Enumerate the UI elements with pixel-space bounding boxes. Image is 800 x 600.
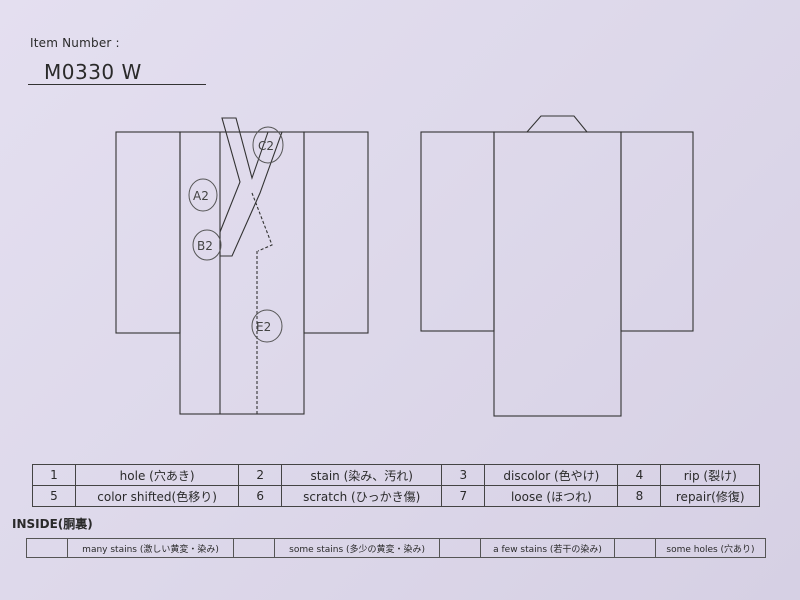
damage-legend-table: 1 hole (穴あき) 2 stain (染み、汚れ) 3 discolor … (32, 464, 760, 507)
back-collar (526, 115, 588, 133)
inside-condition-table: many stains (激しい黄変・染み) some stains (多少の黄… (26, 538, 767, 558)
legend-number: 5 (32, 485, 76, 507)
legend-label: color shifted(色移り) (74, 485, 240, 507)
mark-label-b2: B2 (197, 239, 213, 253)
legend-label: repair(修復) (660, 485, 760, 507)
legend-number: 4 (617, 464, 662, 486)
mark-label-e2: E2 (256, 320, 271, 334)
kimono-back (420, 115, 694, 417)
legend-label: discolor (色やけ) (484, 464, 619, 486)
item-number-underline (28, 84, 206, 85)
item-number-value: M0330 W (44, 60, 142, 84)
inside-row: many stains (激しい黄変・染み) some stains (多少の黄… (26, 538, 767, 558)
inside-label: some stains (多少の黄変・染み) (274, 538, 441, 558)
inside-checkbox[interactable] (26, 538, 68, 558)
inside-checkbox[interactable] (233, 538, 276, 558)
front-collar (219, 117, 283, 257)
front-right-sleeve (303, 131, 369, 334)
front-inner-collar (251, 192, 273, 252)
front-body (179, 131, 305, 415)
legend-label: scratch (ひっかき傷) (281, 485, 443, 507)
legend-number: 6 (238, 485, 283, 507)
legend-label: rip (裂け) (660, 464, 760, 486)
inside-label: a few stains (若干の染み) (480, 538, 615, 558)
legend-number: 8 (617, 485, 662, 507)
mark-label-c2: C2 (258, 139, 274, 153)
inside-checkbox[interactable] (439, 538, 482, 558)
mark-circle-c2 (252, 126, 284, 164)
item-number-label: Item Number : (30, 36, 120, 50)
back-body (493, 131, 622, 417)
legend-number: 1 (32, 464, 76, 486)
legend-number: 7 (441, 485, 486, 507)
inside-label: some holes (穴あり) (654, 538, 767, 558)
legend-number: 2 (238, 464, 283, 486)
legend-label: loose (ほつれ) (484, 485, 619, 507)
legend-row: 5 color shifted(色移り) 6 scratch (ひっかき傷) 7… (32, 485, 760, 507)
inside-section-title: INSIDE(胴裏) (12, 517, 93, 531)
mark-label-a2: A2 (193, 189, 209, 203)
legend-label: hole (穴あき) (74, 464, 240, 486)
back-right-sleeve (620, 131, 694, 332)
inside-checkbox[interactable] (613, 538, 656, 558)
mark-circle-b2 (192, 229, 222, 261)
kimono-front (115, 117, 369, 415)
mark-circle-a2 (188, 178, 218, 212)
inside-label: many stains (激しい黄変・染み) (66, 538, 235, 558)
front-left-sleeve (115, 131, 181, 334)
legend-row: 1 hole (穴あき) 2 stain (染み、汚れ) 3 discolor … (32, 464, 760, 486)
back-left-sleeve (420, 131, 495, 332)
mark-circle-e2 (251, 309, 283, 343)
legend-label: stain (染み、汚れ) (281, 464, 443, 486)
legend-number: 3 (441, 464, 486, 486)
